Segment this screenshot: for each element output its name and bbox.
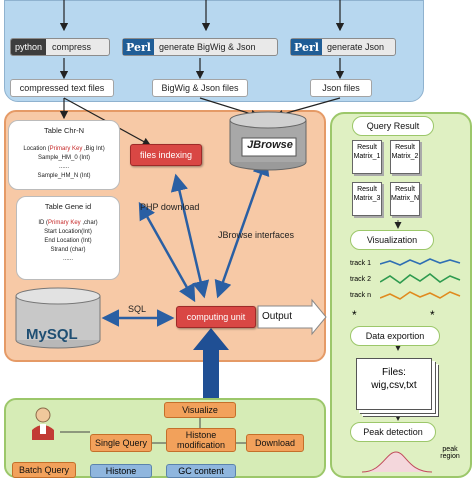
- table-field-row: End Location (Int): [44, 238, 92, 244]
- table-chr-title: Table Chr-N: [43, 126, 84, 135]
- result-matrix-2: Result Matrix_2: [390, 140, 420, 174]
- batch-query-button: Batch Query: [12, 462, 76, 478]
- peak-plot-icon: [362, 451, 433, 473]
- single-query-button: Single Query: [90, 434, 152, 452]
- table-field-row: ......: [62, 256, 73, 262]
- perl-action-label-2: generate Json: [326, 42, 384, 52]
- table-field-row: ID (Primary Key ,char): [38, 220, 98, 226]
- perl-bigwig-tool: Perl generate BigWig & Json: [122, 38, 278, 56]
- track-n-label: track n: [350, 292, 372, 299]
- table-field-row: Start Location(Int): [44, 229, 92, 235]
- histone-modification-button: Histone modification: [166, 428, 236, 452]
- track-plot-icon: [380, 258, 461, 300]
- user-icon: [32, 407, 54, 440]
- asterisk-icon: *: [430, 308, 435, 322]
- files-indexing-box: files indexing: [130, 144, 202, 166]
- mysql-database-icon: [15, 287, 101, 349]
- perl-json-tool: Perl generate Json: [290, 38, 396, 56]
- sql-label: SQL: [128, 304, 147, 314]
- python-logo-icon: python: [11, 39, 47, 55]
- big-arrow-up: [193, 328, 229, 398]
- python-action-label: compress: [52, 42, 92, 52]
- perl-action-label-1: generate BigWig & Json: [158, 42, 256, 52]
- mysql-logo: MySQL: [26, 326, 78, 343]
- result-matrix-n: Result Matrix_N: [390, 182, 420, 216]
- peak-detection-pill: Peak detection: [350, 422, 436, 442]
- track-2-label: track 2: [350, 276, 372, 283]
- bigwig-json-files: BigWig & Json files: [152, 79, 248, 97]
- perl-logo-icon: Perl: [291, 39, 322, 55]
- histone-box: Histone: [90, 464, 152, 478]
- track-line-1: [380, 258, 461, 266]
- jbrowse-logo: JBrowse: [247, 139, 293, 151]
- result-matrix-3: Result Matrix_3: [352, 182, 382, 216]
- result-matrix-1: Result Matrix_1: [352, 140, 382, 174]
- visualization-pill: Visualization: [350, 230, 434, 250]
- arrow-tables-computing: [138, 201, 196, 303]
- track-1-label: track 1: [350, 260, 372, 267]
- gc-content-box: GC content: [166, 464, 236, 478]
- perl-logo-icon: Perl: [123, 39, 154, 55]
- track-line-2: [380, 273, 461, 284]
- computing-unit-box: computing unit: [176, 306, 256, 328]
- output-label: Output: [262, 311, 293, 322]
- files-title: Files:: [382, 367, 406, 378]
- asterisk-icon: *: [352, 308, 357, 322]
- jbrowse-database-icon: [229, 111, 307, 171]
- table-field-row: Sample_HM_0 (Int): [37, 155, 91, 161]
- compressed-text-files: compressed text files: [10, 79, 114, 97]
- table-field-row: Location (Primary Key ,Big Int): [23, 146, 105, 152]
- table-field-row: Sample_HM_N (Int): [37, 173, 91, 179]
- export-files-icon: Files: wig,csv,txt: [356, 358, 432, 410]
- python-compress-tool: python compress: [10, 38, 110, 56]
- files-formats: wig,csv,txt: [371, 380, 417, 391]
- table-chr-n: Table Chr-N Location (Primary Key ,Big I…: [8, 120, 120, 190]
- table-field-row: Strand (char): [50, 247, 86, 253]
- output-arrow: [257, 298, 327, 336]
- track-line-3: [380, 291, 461, 300]
- arrow-jbrowse-computing: [214, 157, 270, 299]
- table-field-row: ......: [58, 164, 69, 170]
- json-files: Json files: [310, 79, 372, 97]
- table-gene-title: Table Gene id: [44, 202, 92, 211]
- peak-region-label: peak region: [440, 446, 460, 460]
- table-gene-id: Table Gene id ID (Primary Key ,char) Star…: [16, 196, 120, 280]
- visualize-button: Visualize: [164, 402, 236, 418]
- php-download-label: PHP download: [140, 202, 200, 212]
- jbrowse-interfaces-label: JBrowse interfaces: [218, 230, 295, 240]
- query-result-pill: Query Result: [352, 116, 434, 136]
- download-button: Download: [246, 434, 304, 452]
- data-exportion-pill: Data exportion: [350, 326, 440, 346]
